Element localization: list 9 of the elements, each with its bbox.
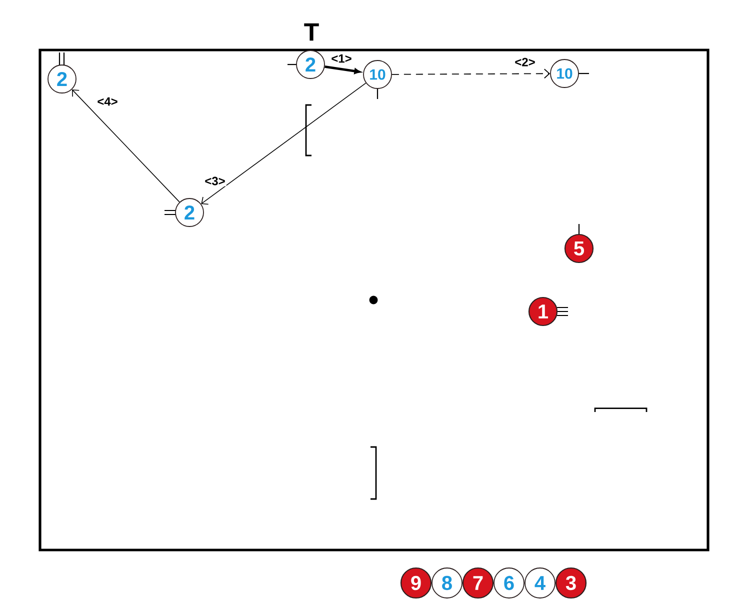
edge-label: <2> [514,56,536,68]
arrow [392,68,550,79]
letter-label: T [304,23,319,41]
arrow [324,65,361,74]
arrow [201,82,366,205]
arrow [72,89,180,202]
edge-label: <4> [96,96,119,107]
edge-label: <1> [330,53,353,64]
edge-label: <3> [204,176,226,186]
